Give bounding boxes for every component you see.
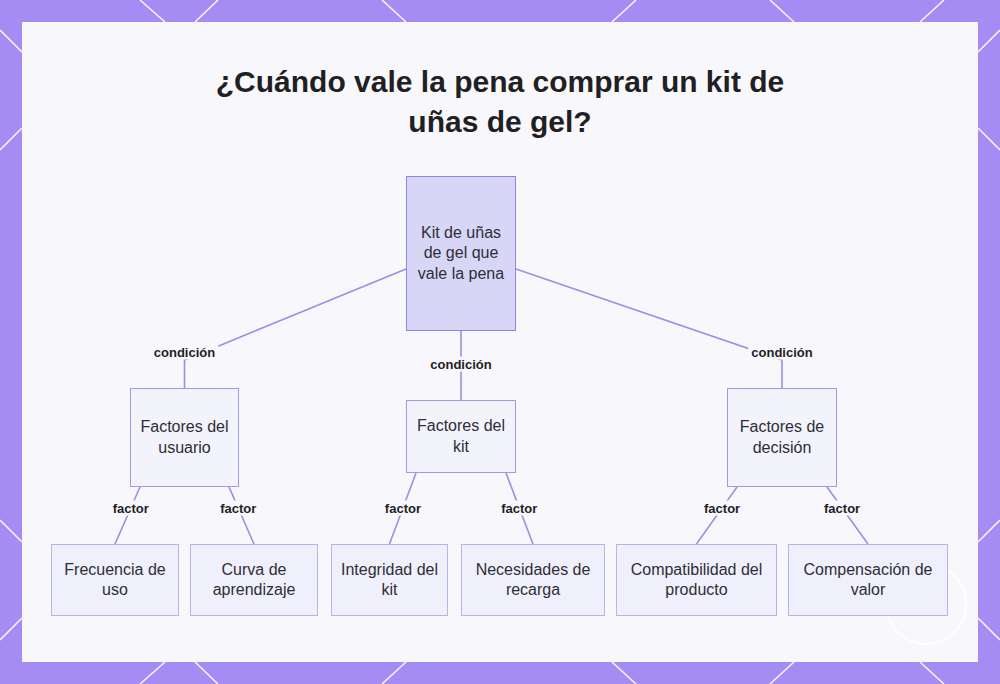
node-text-group: Factores de decisión [736, 417, 828, 458]
node-text-group: Curva de aprendizaje [199, 560, 309, 601]
connector-line [229, 487, 254, 544]
factor-box: Compensación de valor [788, 544, 948, 616]
node-text-group: Compensación de valor [797, 560, 939, 601]
category-box: Factores de decisión [727, 388, 837, 487]
connector-line [697, 487, 738, 544]
node-text-group: Compatibilidad del producto [625, 560, 768, 601]
factor-box: Curva de aprendizaje [190, 544, 318, 616]
factor-box: Necesidades de recarga [461, 544, 605, 616]
edge-label: factor [382, 501, 424, 516]
connector-line [827, 487, 868, 544]
node-text-group: Kit de uñas de gel que vale la pena [415, 223, 507, 285]
node-label: Curva de aprendizaje [199, 560, 309, 601]
edge-label: factor [217, 501, 259, 516]
node-label: Factores del kit [415, 416, 507, 457]
node-label: Frecuencia de uso [60, 560, 170, 601]
factor-box: Compatibilidad del producto [616, 544, 777, 616]
node-text-group: Factores del usuario [139, 417, 230, 458]
node-label: Compensación de valor [797, 560, 939, 601]
diagram-title: ¿Cuándo vale la pena comprar un kit de u… [200, 62, 800, 142]
connector-line [185, 269, 407, 388]
node-label: Kit de uñas de gel que vale la pena [415, 223, 507, 285]
node-text-group: Factores del kit [415, 416, 507, 457]
category-box: Factores del usuario [130, 388, 239, 487]
node-text-group: Integridad del kit [340, 560, 439, 601]
node-label: Integridad del kit [340, 560, 439, 601]
node-text-group: Frecuencia de uso [60, 560, 170, 601]
root-box: Kit de uñas de gel que vale la pena [406, 176, 516, 331]
connector-line [115, 487, 140, 544]
edge-label: factor [701, 501, 743, 516]
category-box: Factores del kit [406, 400, 516, 473]
edge-label: condición [427, 357, 494, 372]
edge-label: factor [821, 501, 863, 516]
node-text-group: Necesidades de recarga [470, 560, 596, 601]
node-label: Compatibilidad del producto [625, 560, 768, 601]
factor-box: Integridad del kit [331, 544, 448, 616]
edge-label: condición [748, 345, 815, 360]
factor-box: Frecuencia de uso [51, 544, 179, 616]
node-label: Necesidades de recarga [470, 560, 596, 601]
node-label: Factores del usuario [139, 417, 230, 458]
node-label: Factores de decisión [736, 417, 828, 458]
connector-line [516, 269, 782, 388]
edge-label: factor [110, 501, 152, 516]
edge-label: condición [151, 345, 218, 360]
edge-label: factor [498, 501, 540, 516]
